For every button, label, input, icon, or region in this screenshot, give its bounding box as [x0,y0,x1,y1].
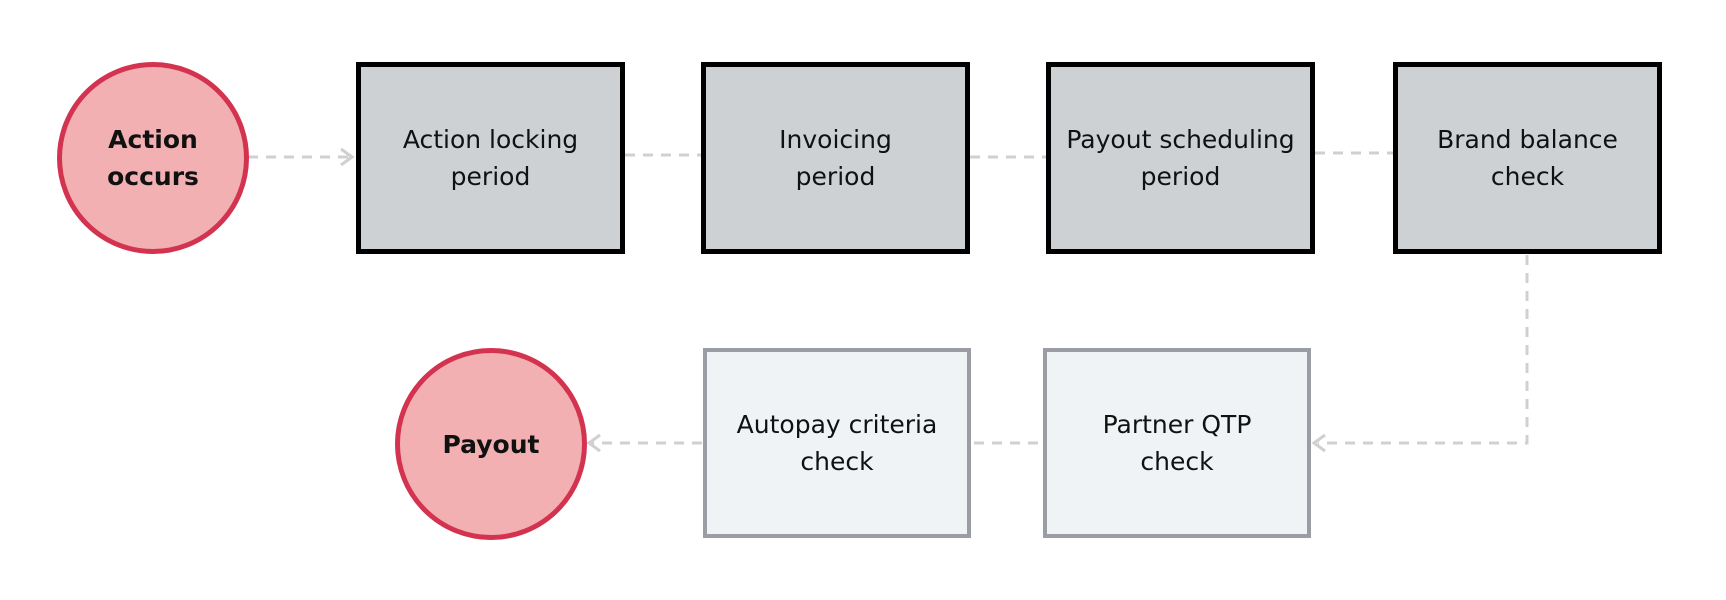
node-brand-balance-check: Brand balance check [1393,62,1662,254]
arrowhead-balance-to-qtp [1311,433,1326,453]
node-action-locking-period-label: Action locking period [402,125,579,191]
node-payout-scheduling-period-label: Payout scheduling period [1066,125,1295,191]
node-brand-balance-check-label: Brand balance check [1437,125,1618,191]
node-autopay-criteria-check: Autopay criteria check [703,348,971,538]
node-action-locking-period: Action locking period [356,62,625,254]
node-partner-qtp-check-label: Partner QTP check [1102,410,1252,476]
node-partner-qtp-check: Partner QTP check [1043,348,1311,538]
node-invoicing-period: Invoicing period [701,62,970,254]
arrowhead-autopay-to-payout [586,433,601,453]
node-payout: Payout [395,348,587,540]
node-invoicing-period-label: Invoicing period [779,125,892,191]
arrowhead-action-to-locking [340,147,355,167]
node-autopay-criteria-check-label: Autopay criteria check [736,410,938,476]
node-action-occurs-label: Action occurs [107,125,199,191]
node-payout-label: Payout [442,429,540,459]
node-payout-scheduling-period: Payout scheduling period [1046,62,1315,254]
connector-balance-to-qtp [1318,255,1529,445]
node-action-occurs: Action occurs [57,62,249,254]
